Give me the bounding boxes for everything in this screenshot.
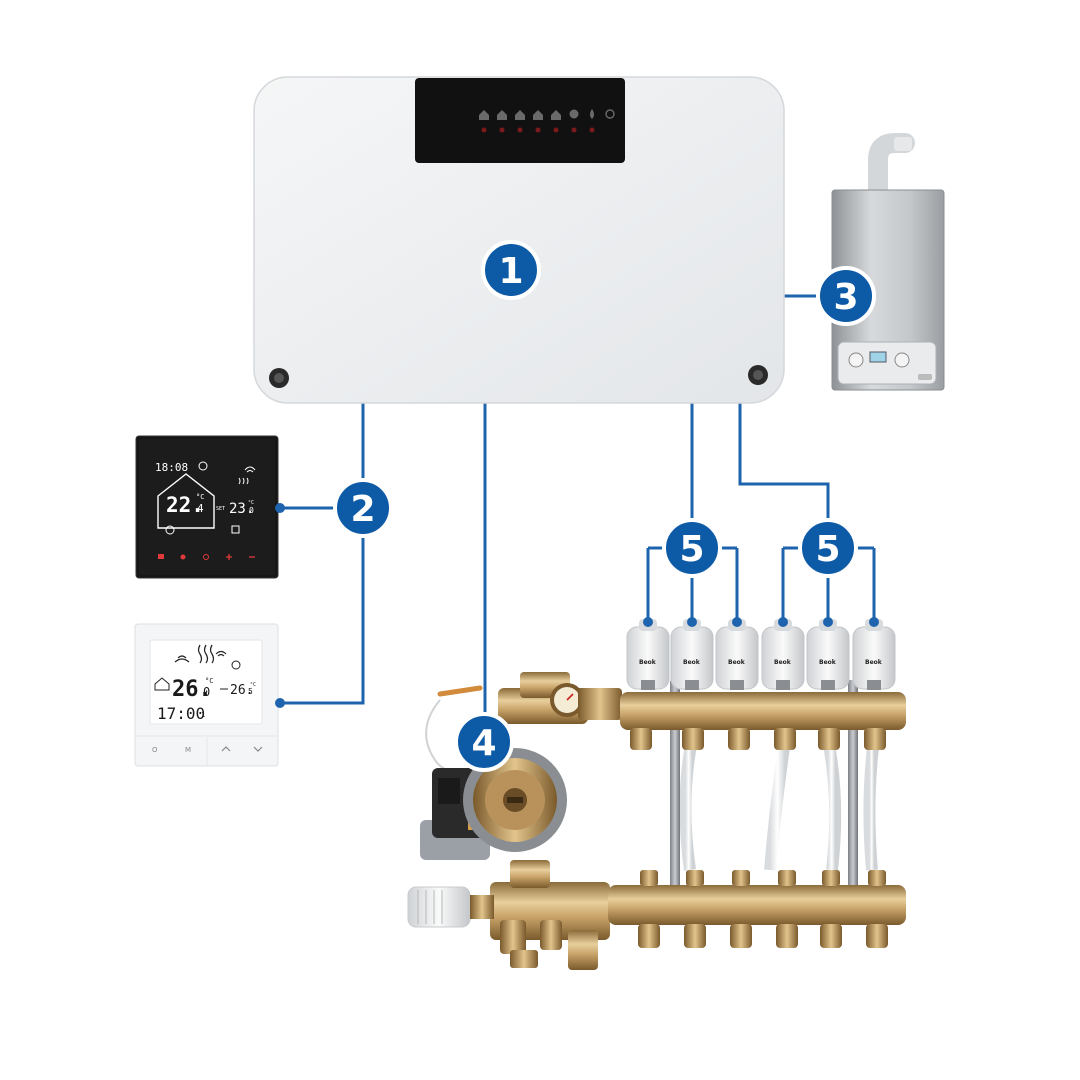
thermostat-black-set-temp-decimal: 0 bbox=[249, 506, 254, 515]
down-arrow-icon[interactable] bbox=[253, 746, 263, 752]
actuator-brand-label: Beok bbox=[774, 659, 792, 666]
manifold-supply-fittings bbox=[630, 728, 886, 750]
thermostat-white-set-temp-decimal: 5 bbox=[248, 687, 253, 696]
svg-text:5: 5 bbox=[679, 529, 704, 570]
home-outline-icon bbox=[157, 473, 215, 529]
actuator-brand-label: Beok bbox=[819, 659, 837, 666]
thermostat-white-set-unit: °C bbox=[250, 682, 256, 688]
thermostat-black-touch-buttons bbox=[158, 554, 255, 560]
mode-button-icon[interactable] bbox=[180, 554, 186, 560]
power-button-icon[interactable] bbox=[203, 554, 209, 560]
thermostat-black-set-temp: 23. bbox=[229, 501, 254, 517]
actuator: Beok bbox=[761, 619, 805, 690]
up-arrow-icon[interactable] bbox=[221, 746, 231, 752]
thermostat-white-room-unit: °C bbox=[205, 677, 213, 685]
thermostat-white-room-temp: 26. bbox=[172, 677, 212, 702]
actuator-brand-label: Beok bbox=[683, 659, 701, 666]
thermostat-black-room-unit: °C bbox=[196, 493, 204, 501]
boiler-knob bbox=[894, 352, 910, 368]
clock-icon bbox=[165, 525, 175, 535]
wifi-icon bbox=[215, 650, 227, 657]
controller-screw-right bbox=[748, 365, 768, 385]
wifi-icon bbox=[244, 466, 256, 473]
zone-icon bbox=[497, 110, 507, 120]
actuator: Beok bbox=[626, 619, 670, 690]
zone-icon bbox=[551, 110, 561, 120]
actuator: Beok bbox=[806, 619, 850, 690]
wiring-controller bbox=[253, 76, 785, 404]
controller-display-panel bbox=[415, 78, 625, 163]
schedule-icon bbox=[231, 525, 240, 534]
manifold-brackets bbox=[670, 680, 858, 910]
zone-icon bbox=[515, 110, 525, 120]
thermostatic-valve-head bbox=[407, 886, 471, 928]
line-controller-to-actuators-a bbox=[646, 402, 739, 625]
thermostat-black-set-label: SET bbox=[216, 506, 225, 512]
mode-button-label[interactable]: M bbox=[185, 746, 191, 754]
manifold-return-fittings-bottom bbox=[638, 924, 888, 948]
boiler-knob bbox=[848, 352, 864, 368]
thermostat-black-room-temp: 22. bbox=[166, 493, 204, 517]
sensor-probe bbox=[437, 685, 483, 697]
heating-icon bbox=[238, 477, 249, 485]
home-icon bbox=[154, 677, 170, 691]
actuator: Beok bbox=[852, 619, 896, 690]
menu-button-icon[interactable] bbox=[158, 554, 164, 559]
pump-mixing-group bbox=[407, 672, 622, 970]
thermostat-black-room-temp-decimal: 4 bbox=[197, 502, 204, 515]
thermostat-black-set-unit: °C bbox=[248, 500, 254, 506]
line-controller-to-actuators-b bbox=[738, 402, 876, 625]
timer-icon bbox=[231, 660, 241, 670]
manifold-return-fittings-top bbox=[640, 870, 886, 886]
callout-badge-2: 2 bbox=[333, 478, 393, 538]
actuator-brand-label: Beok bbox=[865, 659, 883, 666]
connection-endpoints bbox=[275, 503, 879, 708]
flame-icon bbox=[590, 109, 594, 119]
actuator: Beok bbox=[715, 619, 759, 690]
gas-boiler bbox=[831, 133, 945, 391]
thermostat-white: 26. 0 °C 26. 5 °C 17:00 1 O M bbox=[134, 623, 279, 767]
callout-badge-5-right: 5 bbox=[798, 518, 858, 578]
thermostat-white-room-temp-decimal: 0 bbox=[203, 685, 210, 699]
thermostat-white-clock: 17:00 bbox=[157, 704, 205, 723]
thermostat-white-day: 1 bbox=[201, 711, 205, 719]
controller-body bbox=[253, 76, 785, 404]
controller-status-leds bbox=[481, 127, 595, 133]
power-icon bbox=[605, 109, 615, 119]
zone-icon bbox=[533, 110, 543, 120]
info-icon bbox=[198, 461, 208, 471]
line-controller-to-thermostats bbox=[280, 402, 365, 705]
manifold-return-bar bbox=[608, 885, 906, 925]
thermostat-white-set-temp: 26. bbox=[230, 683, 253, 698]
power-button-label[interactable]: O bbox=[152, 746, 158, 754]
wave-icon bbox=[174, 655, 190, 663]
zone-icon bbox=[479, 110, 489, 120]
thermostat-black: 18:08 22. 4 °C SET 23. 0 °C bbox=[135, 435, 279, 579]
svg-text:3: 3 bbox=[833, 277, 858, 318]
pump-icon bbox=[569, 109, 579, 119]
callout-badge-1: 1 bbox=[481, 240, 541, 300]
controller-screw-left bbox=[269, 368, 289, 388]
actuator-brand-label: Beok bbox=[639, 659, 657, 666]
plus-button-icon[interactable] bbox=[226, 554, 232, 560]
actuator-brand-label: Beok bbox=[728, 659, 746, 666]
manifold-pipes bbox=[634, 730, 880, 871]
boiler-control-panel bbox=[837, 341, 937, 385]
heating-icon bbox=[197, 644, 215, 664]
svg-text:1: 1 bbox=[498, 251, 523, 292]
svg-text:4: 4 bbox=[471, 723, 496, 764]
underfloor-manifold: Beok Beok Beok Beok Beok bbox=[608, 619, 906, 948]
controller-zone-indicators bbox=[479, 109, 615, 120]
manifold-supply-bar bbox=[620, 692, 906, 730]
thermostat-black-clock: 18:08 bbox=[155, 461, 188, 474]
svg-text:2: 2 bbox=[350, 489, 375, 530]
actuator: Beok bbox=[670, 619, 714, 690]
svg-text:5: 5 bbox=[815, 529, 840, 570]
callout-badge-3: 3 bbox=[816, 266, 876, 326]
boiler-display bbox=[869, 351, 887, 363]
callout-badge-5-left: 5 bbox=[662, 518, 722, 578]
callout-badge-4: 4 bbox=[454, 712, 514, 772]
